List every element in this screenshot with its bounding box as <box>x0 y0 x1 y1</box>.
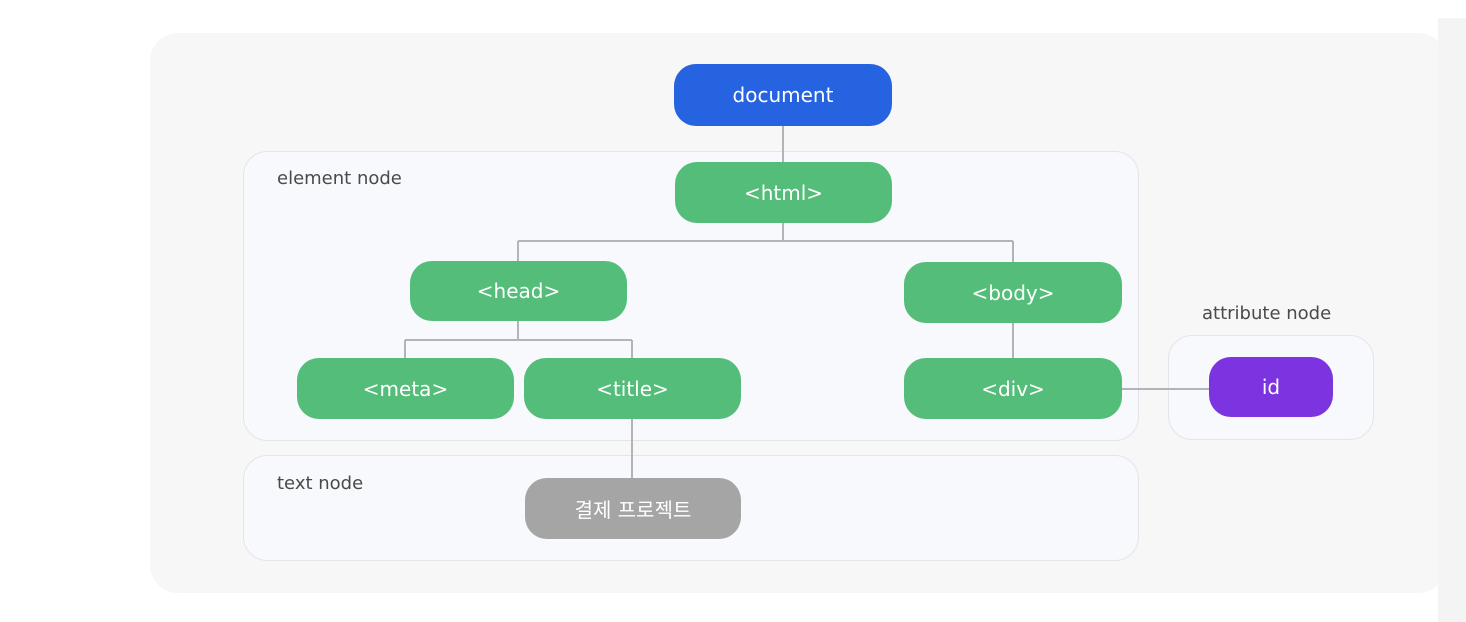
title-node: <title> <box>524 358 741 419</box>
document-node: document <box>674 64 892 126</box>
edge-html-children <box>517 223 1014 262</box>
meta-node: <meta> <box>297 358 514 419</box>
body-node: <body> <box>904 262 1122 323</box>
element-node-label: element node <box>277 168 402 189</box>
text-content-node: 결제 프로젝트 <box>525 478 741 539</box>
div-node: <div> <box>904 358 1122 419</box>
id-attribute-node: id <box>1209 357 1333 417</box>
head-node: <head> <box>410 261 627 321</box>
side-strip <box>1438 18 1466 622</box>
edge-head-children <box>404 321 633 358</box>
text-node-label: text node <box>277 473 364 494</box>
html-node: <html> <box>675 162 892 223</box>
attribute-node-label: attribute node <box>1202 303 1332 324</box>
